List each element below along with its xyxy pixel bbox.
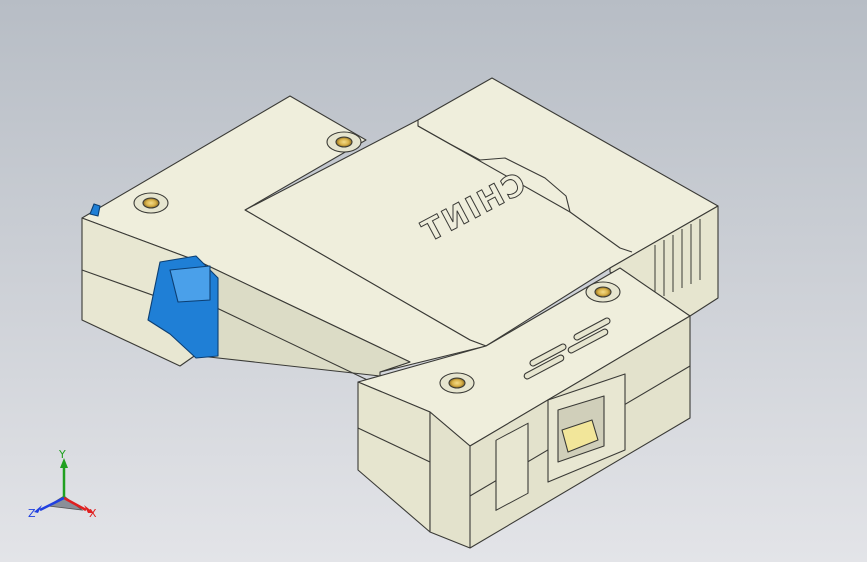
terminal-left-divider: [357, 427, 431, 463]
screw-rear-right: [585, 281, 621, 303]
terminal-vent-slots: [523, 317, 611, 380]
screw-front-right: [439, 372, 475, 394]
label-window: [495, 422, 529, 511]
logo-plateau-outline: [417, 125, 571, 213]
din-rail-latch[interactable]: [89, 203, 219, 359]
screw-front-left: [133, 192, 169, 214]
circuit-breaker-model[interactable]: [81, 77, 719, 549]
front-face-lower-line: [199, 299, 381, 387]
side-vents: [654, 219, 701, 300]
view-orientation-triad-icon[interactable]: Y X Z: [28, 448, 97, 520]
screw-rear-left: [326, 131, 362, 153]
axis-z-label: Z: [28, 507, 36, 520]
axis-x-label: X: [89, 507, 97, 520]
terminal-clamp: [561, 419, 599, 453]
axis-y-label: Y: [58, 448, 66, 461]
